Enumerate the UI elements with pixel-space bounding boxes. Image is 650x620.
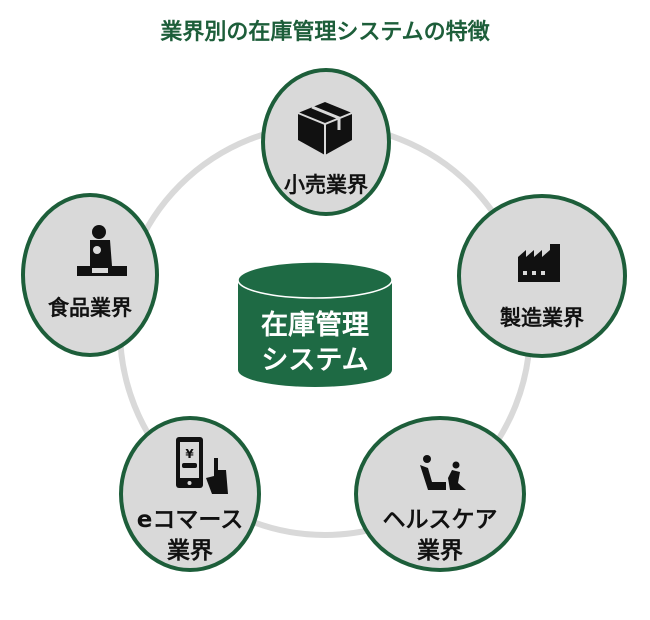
- node-ecommerce-label-line1: eコマース: [137, 507, 243, 533]
- node-food: 食品業界: [21, 193, 159, 357]
- center-label-line2: システム: [261, 345, 368, 376]
- node-healthcare-label-line2: 業界: [416, 537, 463, 564]
- yen-symbol: ¥: [185, 447, 194, 461]
- node-manufacturing: 製造業界: [457, 194, 627, 358]
- node-retail: 小売業界: [261, 68, 391, 216]
- node-manufacturing-label: 製造業界: [499, 306, 584, 330]
- caregiver-wheelchair-icon: [420, 455, 466, 490]
- smartphone-payment-icon: ¥: [176, 437, 228, 494]
- diagram-title: 業界別の在庫管理システムの特徴: [160, 20, 490, 45]
- food-worker-icon: [77, 225, 127, 276]
- node-retail-label: 小売業界: [284, 173, 368, 197]
- node-food-label: 食品業界: [48, 296, 132, 320]
- inventory-system-cylinder: 在庫管理 システム: [237, 261, 393, 387]
- factory-icon: [518, 244, 560, 282]
- node-healthcare: ヘルスケア 業界: [354, 416, 526, 572]
- node-ecommerce-label-line2: 業界: [166, 537, 213, 564]
- node-healthcare-label-line1: ヘルスケア: [383, 507, 498, 533]
- center-label-line1: 在庫管理: [261, 310, 369, 341]
- package-box-icon: [297, 102, 353, 155]
- node-ecommerce: ¥ eコマース 業界: [119, 416, 261, 572]
